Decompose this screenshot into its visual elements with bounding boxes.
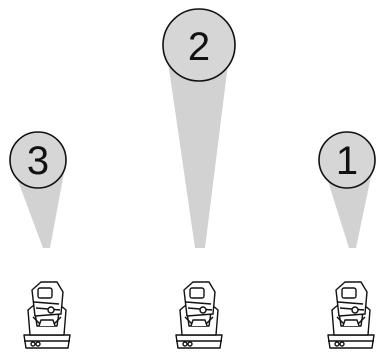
fixture-group-2: 2	[162, 8, 236, 349]
position-number: 2	[188, 25, 210, 69]
fixture-group-3: 3	[9, 131, 71, 349]
position-circle	[9, 131, 67, 189]
moving-head-fixture	[327, 281, 375, 349]
fixture-group-1: 1	[318, 131, 376, 349]
position-circle	[162, 8, 236, 82]
moving-head-fixture	[23, 281, 71, 349]
light-beam	[166, 48, 230, 248]
position-number: 3	[27, 139, 49, 183]
moving-head-fixture	[175, 281, 223, 349]
position-circle	[318, 131, 376, 189]
position-number: 1	[336, 139, 358, 183]
